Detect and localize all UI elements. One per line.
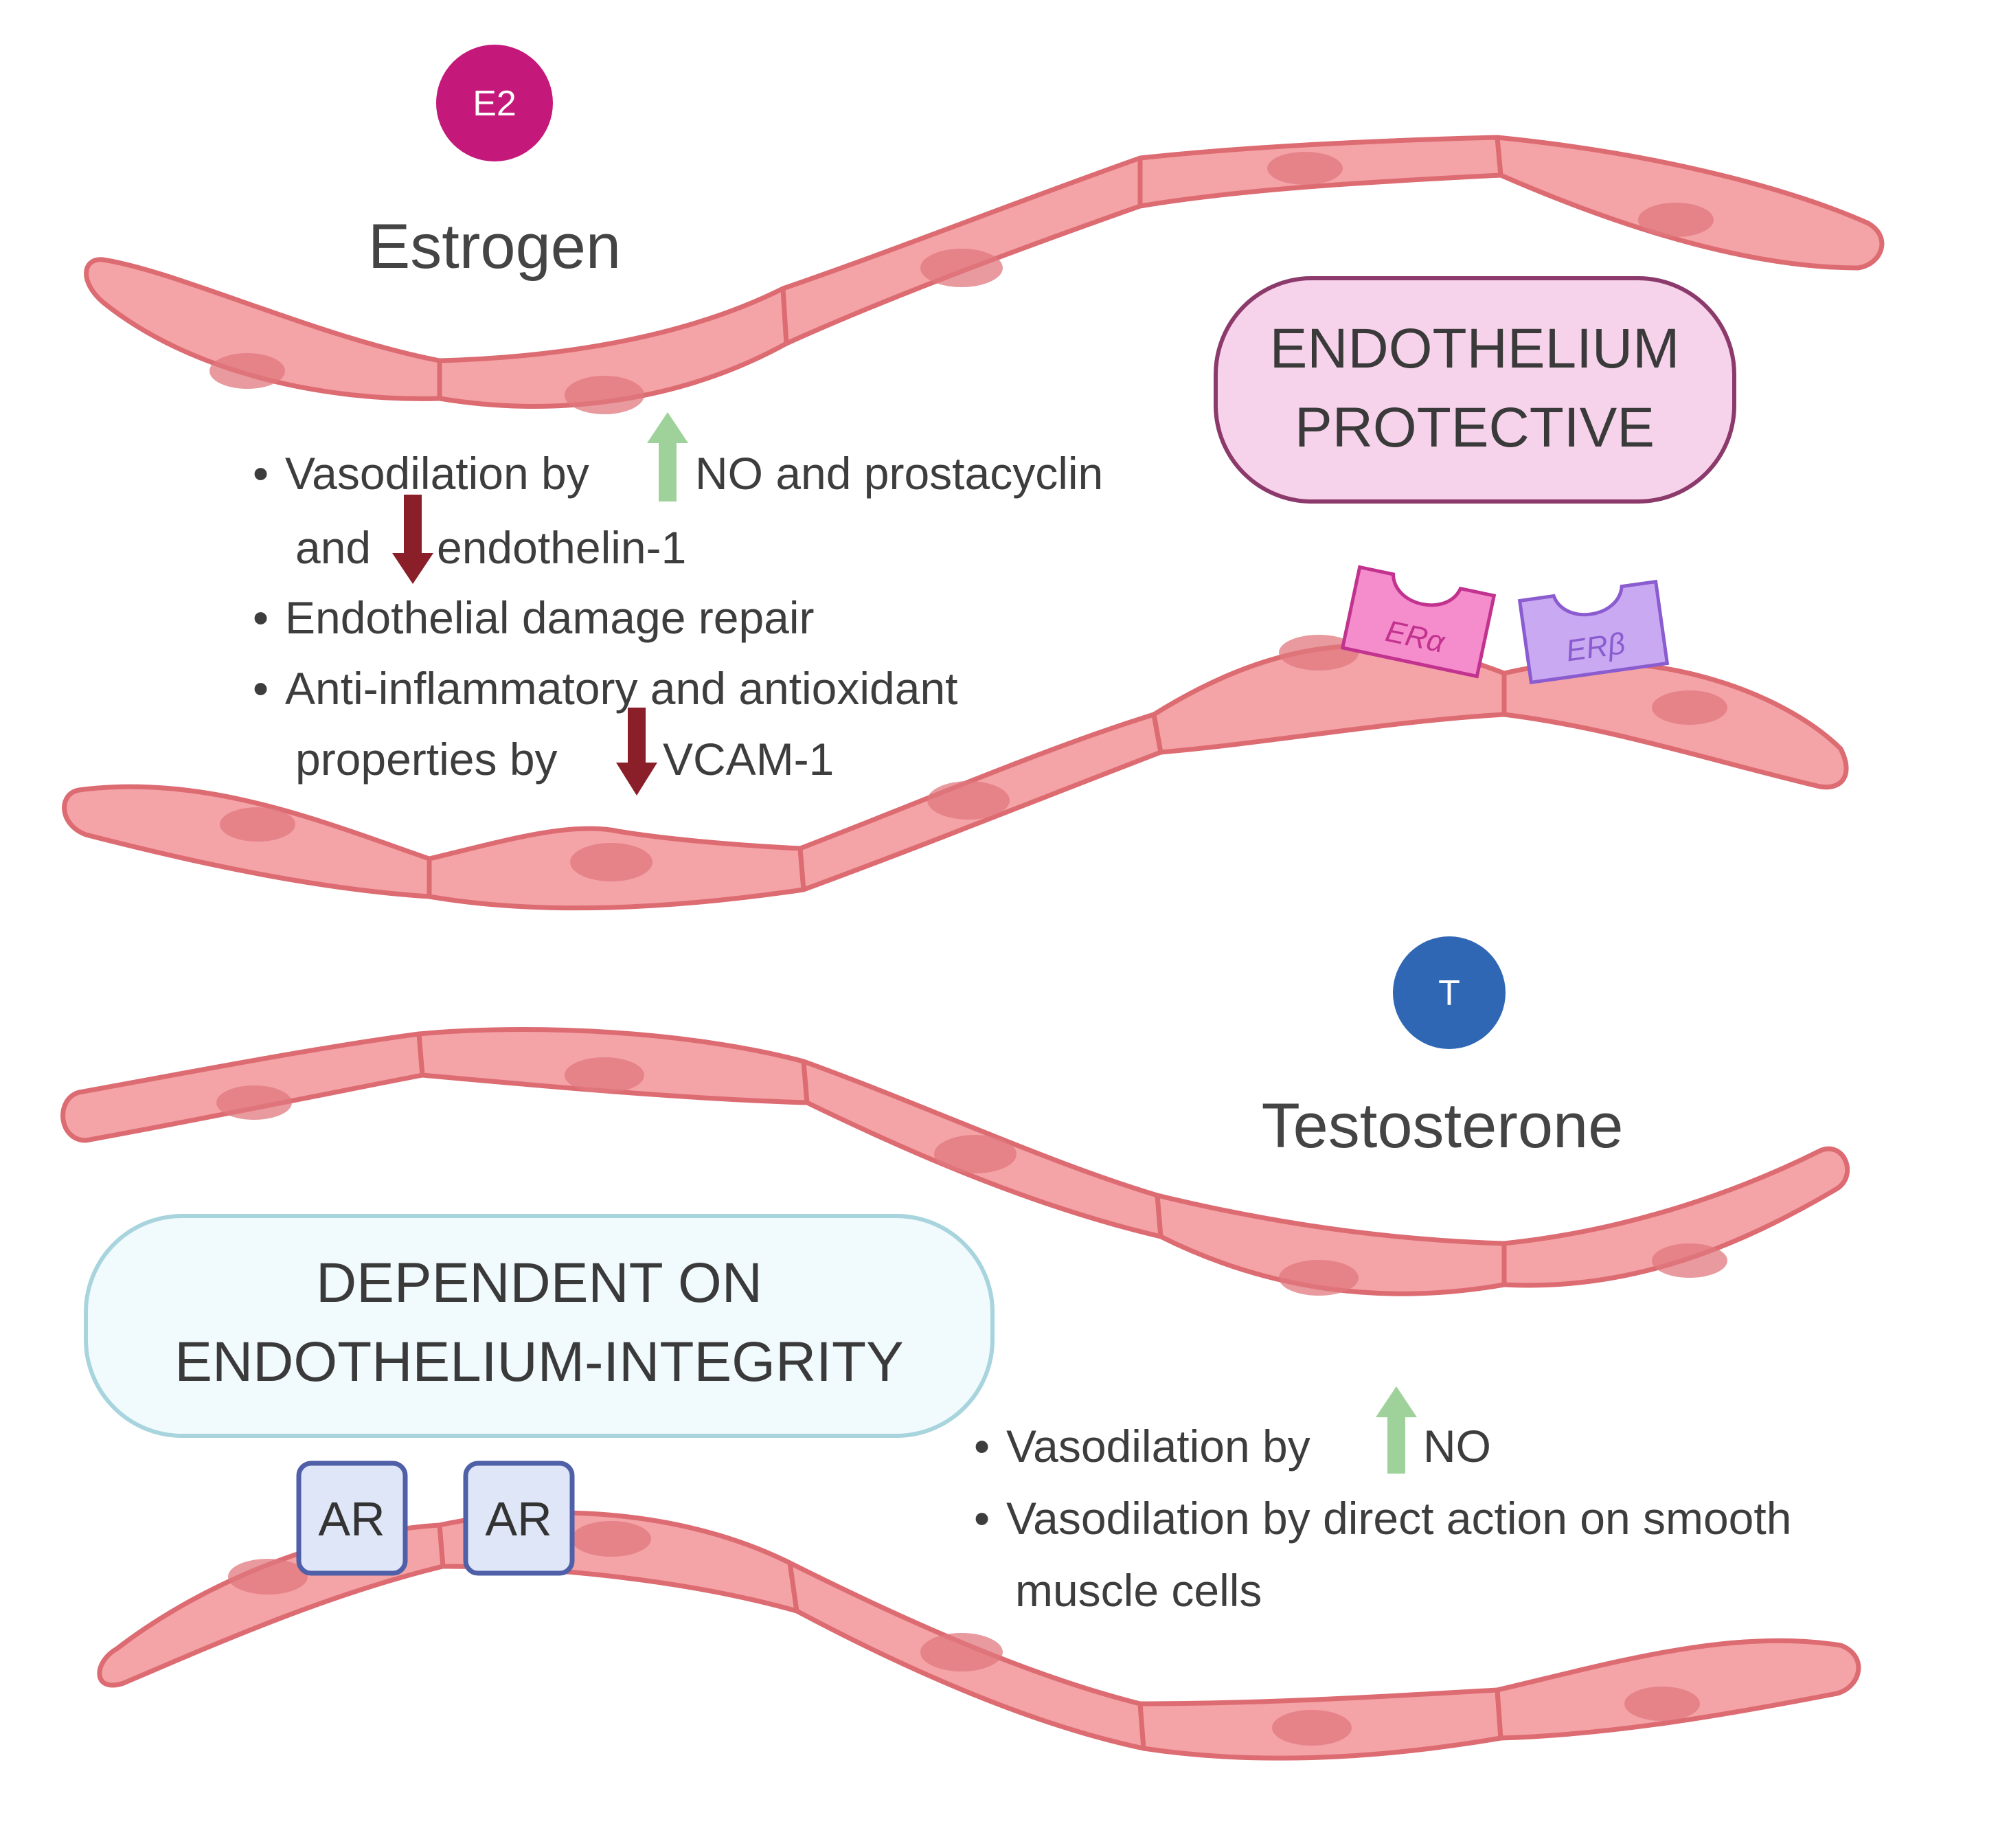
bullet-marker: • (974, 1493, 990, 1544)
cell-nucleus (920, 1633, 1003, 1671)
cell-nucleus (571, 1521, 651, 1557)
estrogen-label: Estrogen (368, 212, 621, 282)
testosterone-effect-smooth-muscle-line1: Vasodilation by direct action on smooth (1006, 1493, 1791, 1544)
testosterone-label: Testosterone (1262, 1091, 1624, 1161)
estrogen-effect-anti-inflammatory-line1: Anti-inflammatory and antioxidant (285, 663, 958, 714)
cell-nucleus (1279, 1260, 1359, 1296)
endothelial-cell (1501, 1146, 1850, 1288)
cell-nucleus (565, 376, 644, 414)
cell-nucleus (1652, 690, 1727, 725)
testosterone-badge-text: T (1438, 973, 1460, 1013)
endothelium-integrity-line1: DEPENDENT ON (316, 1252, 762, 1314)
endothelium-protective-line2: PROTECTIVE (1295, 396, 1655, 459)
estrogen-effect-vasodilation-line2-pre: and (295, 522, 371, 573)
testosterone-vessel-top-wall (60, 1027, 1850, 1296)
down-arrow-icon (616, 708, 657, 796)
cell-nucleus (934, 1135, 1017, 1173)
endothelium-protective-box: ENDOTHELIUM PROTECTIVE (1214, 276, 1736, 504)
receptor-beta-shape (1517, 579, 1670, 685)
cell-nucleus (565, 1057, 644, 1093)
testosterone-effect-no-pre: Vasodilation by (1006, 1421, 1310, 1472)
up-arrow-icon (647, 412, 688, 502)
estrogen-badge-text: E2 (473, 84, 516, 124)
androgen-receptor: AR (463, 1461, 575, 1576)
estrogen-badge: E2 (436, 45, 553, 161)
testosterone-badge: T (1393, 936, 1506, 1049)
bullet-marker: • (253, 592, 269, 643)
cell-nucleus (920, 249, 1003, 287)
androgen-receptor-label: AR (485, 1492, 552, 1546)
up-arrow-icon (1376, 1386, 1417, 1474)
cell-nucleus (1652, 1243, 1727, 1278)
endothelium-protective-line1: ENDOTHELIUM (1270, 317, 1680, 380)
estrogen-vessel-bottom-wall (62, 635, 1849, 911)
estrogen-effect-vasodilation-post: NO and prostacyclin (695, 448, 1103, 499)
estrogen-effect-vasodilation-pre: Vasodilation by (285, 448, 589, 499)
cell-nucleus (1624, 1687, 1700, 1721)
estrogen-effect-damage-repair: Endothelial damage repair (285, 592, 815, 643)
receptor-beta-label: ERβ (1564, 627, 1627, 668)
endothelium-protective-frame (1214, 276, 1736, 504)
endothelial-cell (1495, 135, 1885, 271)
androgen-receptor-label: AR (318, 1492, 385, 1546)
androgen-receptor-frame (463, 1461, 575, 1576)
estrogen-badge-circle (436, 45, 553, 161)
estrogen-effect-anti-inflammatory-line2-pre: properties by (295, 734, 558, 785)
cell-nucleus (1267, 152, 1343, 185)
endothelial-cell (84, 257, 442, 401)
testosterone-effects-list: • Vasodilation by NO • Vasodilation by d… (974, 1386, 1791, 1616)
receptor-alpha-shape (1340, 565, 1497, 679)
estrogen-receptor-alpha: ERα (1340, 565, 1497, 679)
bullet-marker: • (253, 663, 269, 714)
endothelium-integrity-frame (84, 1214, 995, 1438)
estrogen-effects-list: • Vasodilation by NO and prostacyclin an… (253, 412, 1103, 796)
cell-nucleus (927, 781, 1010, 820)
endothelial-cell (62, 784, 432, 899)
androgen-receptor: AR (296, 1461, 408, 1576)
cell-nucleus (570, 843, 652, 881)
cell-nucleus (220, 807, 295, 842)
cell-nucleus (228, 1559, 308, 1595)
testosterone-badge-circle (1393, 936, 1506, 1049)
bullet-marker: • (974, 1421, 990, 1472)
testosterone-effect-smooth-muscle-line2: muscle cells (1015, 1565, 1262, 1616)
cell-nucleus (1638, 203, 1714, 237)
cell-nucleus (216, 1085, 292, 1120)
cell-nucleus (1272, 1710, 1352, 1746)
testosterone-effect-no-post: NO (1423, 1421, 1491, 1472)
down-arrow-icon (392, 495, 433, 584)
androgen-receptor-frame (296, 1461, 408, 1576)
estrogen-receptor-beta: ERβ (1517, 579, 1670, 685)
cell-nucleus (209, 353, 285, 389)
endothelium-integrity-box: DEPENDENT ON ENDOTHELIUM-INTEGRITY (84, 1214, 995, 1438)
estrogen-vessel-top-wall (84, 135, 1885, 414)
endothelium-integrity-line2: ENDOTHELIUM-INTEGRITY (174, 1331, 903, 1393)
cell-nucleus (1279, 635, 1359, 671)
estrogen-effect-anti-inflammatory-line2-post: VCAM-1 (663, 734, 834, 785)
endothelial-cell (1501, 660, 1849, 790)
bullet-marker: • (253, 448, 269, 499)
estrogen-effect-vasodilation-line2-post: endothelin-1 (437, 522, 686, 573)
